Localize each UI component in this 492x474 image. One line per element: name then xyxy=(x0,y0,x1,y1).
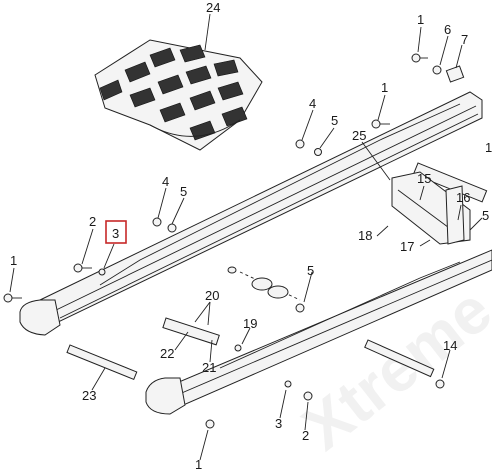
callout-21: 21 xyxy=(202,360,216,375)
callout-5: 5 xyxy=(331,113,338,128)
highlight-box xyxy=(105,220,127,244)
callout-5: 5 xyxy=(180,184,187,199)
callout-1: 1 xyxy=(195,457,202,472)
callout-1: 1 xyxy=(417,12,424,27)
track-section xyxy=(94,39,263,151)
callout-2: 2 xyxy=(89,214,96,229)
callout-23: 23 xyxy=(82,388,96,403)
callout-25: 25 xyxy=(352,128,366,143)
callouts: 24 1 6 7 4 5 1 25 1 4 5 15 16 5 2 3 18 1… xyxy=(10,0,492,472)
callout-14: 14 xyxy=(443,338,457,353)
callout-6: 6 xyxy=(444,22,451,37)
callout-2: 2 xyxy=(302,428,309,443)
callout-17: 17 xyxy=(400,239,414,254)
callout-4: 4 xyxy=(162,174,169,189)
callout-22: 22 xyxy=(160,346,174,361)
callout-1: 1 xyxy=(10,253,17,268)
callout-16: 16 xyxy=(456,190,470,205)
callout-24: 24 xyxy=(206,0,220,15)
callout-15: 15 xyxy=(417,171,431,186)
fasteners xyxy=(3,53,465,429)
callout-18: 18 xyxy=(358,228,372,243)
callout-5: 5 xyxy=(307,263,314,278)
callout-1: 1 xyxy=(381,80,388,95)
leader-lines xyxy=(9,13,483,461)
callout-7: 7 xyxy=(461,32,468,47)
spring-assembly xyxy=(227,266,301,301)
cross-shafts xyxy=(66,162,488,381)
callout-5: 5 xyxy=(482,208,489,223)
left-rail xyxy=(145,249,492,415)
right-rail xyxy=(19,91,483,336)
callout-4: 4 xyxy=(309,96,316,111)
center-bracket xyxy=(391,171,471,245)
callout-20: 20 xyxy=(205,288,219,303)
callout-19: 19 xyxy=(243,316,257,331)
callout-1: 1 xyxy=(485,140,492,155)
callout-3: 3 xyxy=(275,416,282,431)
callout-3-highlighted: 3 xyxy=(112,226,119,241)
